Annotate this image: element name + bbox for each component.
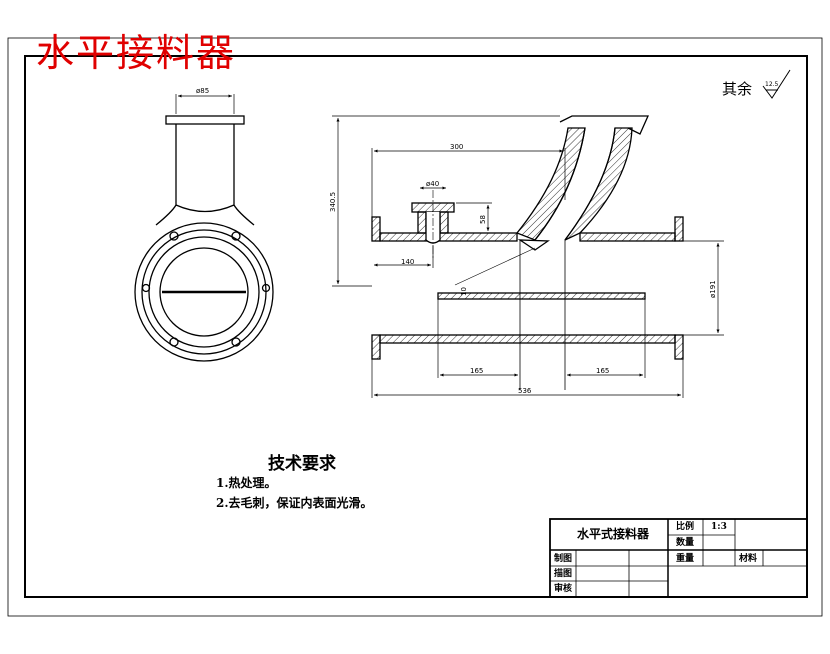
dim-tube-dia: ø191 — [709, 280, 717, 298]
checked-label: 审核 — [554, 584, 573, 594]
roughness-label: 其余 — [722, 80, 753, 98]
scale-value: 1:3 — [711, 522, 727, 532]
front-dims — [332, 115, 724, 398]
dim-left-segment: 165 — [470, 367, 483, 375]
traced-label: 描图 — [554, 569, 573, 579]
front-view — [371, 115, 684, 360]
drawn-label: 制图 — [554, 554, 573, 564]
front-dim-labels: 340.5 300 ø40 58 140 ø191 10 165 165 536 — [329, 143, 717, 395]
dim-length-to-branch: 300 — [450, 143, 463, 151]
drawing-title: 水平接料器 — [36, 31, 237, 75]
dim-side-top-dia: ø85 — [196, 87, 209, 95]
outer-frame — [7, 37, 823, 617]
title-block-name: 水平式接料器 — [577, 527, 650, 541]
dim-inlet-offset: 140 — [401, 258, 414, 266]
dim-nozzle-dia: ø40 — [426, 180, 439, 188]
quantity-label: 数量 — [676, 538, 695, 548]
inner-frame — [24, 55, 808, 598]
requirement-item-2: 2.去毛刺，保证内表面光滑。 — [216, 496, 373, 510]
roughness-symbol — [762, 69, 791, 99]
material-label: 材料 — [739, 554, 758, 564]
dim-nozzle-height: 58 — [479, 215, 487, 224]
dim-height-total: 340.5 — [329, 192, 337, 212]
requirement-item-1: 1.热处理。 — [216, 476, 277, 490]
scale-label: 比例 — [676, 522, 695, 532]
dim-overall-length: 536 — [518, 387, 532, 395]
requirements-heading: 技术要求 — [268, 454, 336, 474]
dim-right-segment: 165 — [596, 367, 609, 375]
title-block-grid — [549, 518, 808, 598]
weight-label: 重量 — [676, 554, 695, 564]
dim-slot-width: 10 — [460, 287, 468, 296]
side-view — [134, 94, 274, 362]
roughness-value: 12.5 — [765, 81, 779, 88]
